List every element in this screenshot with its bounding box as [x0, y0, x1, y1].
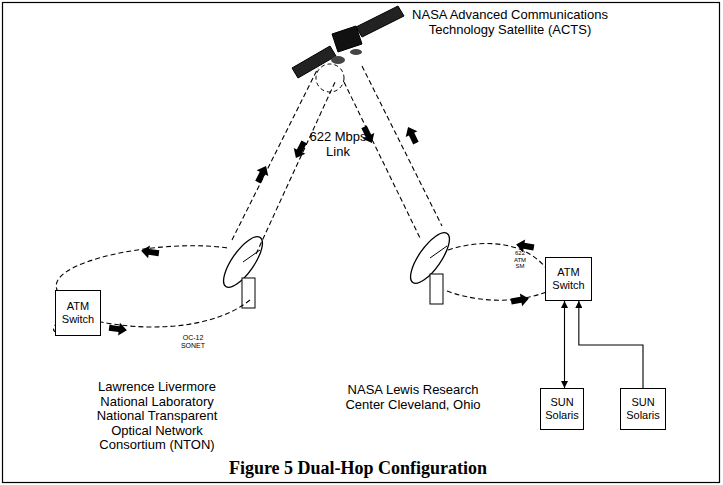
right-dish-antenna — [404, 227, 456, 304]
satellite-loop — [316, 64, 344, 92]
device-box: SUN Solaris — [620, 388, 666, 430]
dish-pedestal — [242, 278, 255, 308]
satellite-antenna — [331, 56, 345, 64]
direction-arrow — [402, 124, 422, 146]
satellite-antenna — [350, 49, 362, 55]
device-box: ATM Switch — [545, 257, 592, 301]
dashed-link — [56, 246, 228, 292]
text-label: NASA Lewis Research Center Cleveland, Oh… — [343, 383, 483, 412]
device-box: SUN Solaris — [540, 388, 584, 430]
text-label: 622 ATM SM — [511, 250, 529, 270]
dashed-link — [256, 80, 336, 254]
satellite-body — [332, 26, 362, 52]
solar-panel — [356, 6, 404, 37]
box-content: SUN Solaris — [543, 396, 581, 422]
text-label: 622 Mbps Link — [300, 130, 376, 159]
signal-paths — [53, 66, 546, 333]
box-label: ATM Switch — [548, 266, 589, 292]
dashed-link — [232, 68, 318, 240]
connector-line — [579, 301, 643, 388]
box-content: ATM Switch — [548, 266, 589, 292]
box-label: SUN Solaris — [543, 396, 581, 422]
frame-border — [3, 3, 720, 483]
direction-arrow — [140, 244, 160, 259]
box-content: SUN Solaris — [623, 396, 663, 422]
direction-arrow — [108, 321, 128, 336]
text-label: Lawrence Livermore National Laboratory N… — [88, 380, 226, 453]
figure-caption: Figure 5 Dual-Hop Configuration — [0, 458, 716, 479]
dashed-link — [101, 300, 250, 327]
dashed-link — [362, 66, 442, 226]
direction-arrow — [510, 292, 530, 308]
direction-arrow — [290, 139, 310, 161]
device-box: ATM Switch — [55, 290, 101, 336]
solar-panel — [292, 46, 336, 78]
box-content: ATM Switch — [58, 300, 98, 326]
dish-pedestal — [430, 274, 443, 304]
box-label: SUN Solaris — [623, 396, 663, 422]
dashed-link — [444, 290, 546, 300]
satellite-symbol — [292, 6, 404, 92]
direction-arrow — [252, 163, 272, 185]
text-label: OC-12 SONET — [180, 334, 206, 350]
box-label: ATM Switch — [58, 300, 98, 326]
connector-line — [564, 301, 565, 388]
dish-feed — [430, 246, 447, 258]
text-label: NASA Advanced Communications Technology … — [412, 8, 608, 37]
